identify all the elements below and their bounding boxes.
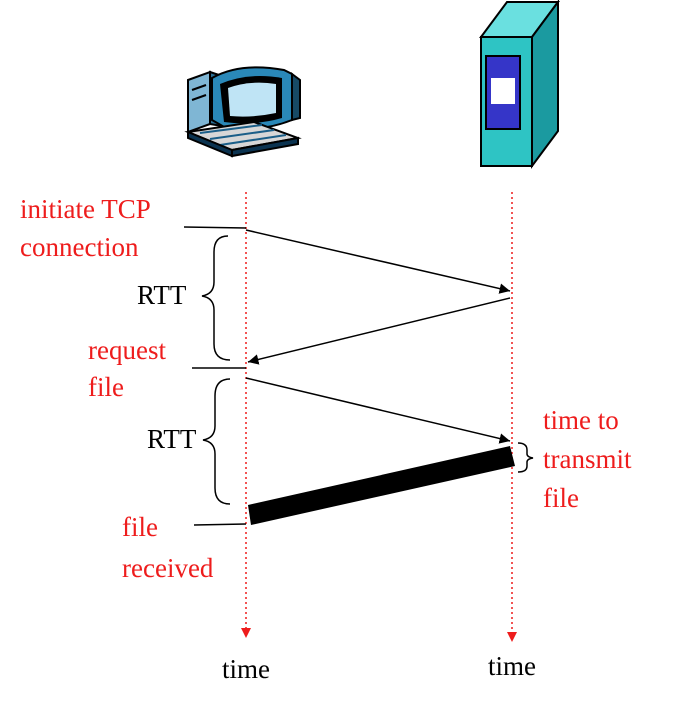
request-label-line2: file [88, 372, 124, 402]
rtt-brace-1 [201, 235, 231, 361]
rtt-label-1: RTT [137, 280, 187, 310]
synack-arrow [247, 297, 511, 365]
initiate-leader-line [183, 226, 247, 229]
initiate-label-line2: connection [20, 232, 139, 262]
server-timeline [507, 192, 517, 642]
server-tower-icon [479, 0, 560, 170]
client-time-label: time [222, 654, 270, 684]
file-transfer-band [248, 446, 515, 525]
request-label-line1: request [88, 335, 166, 365]
syn-arrow [245, 229, 511, 294]
desktop-computer-icon [184, 66, 302, 158]
transmit-brace [517, 442, 534, 473]
rtt-brace-2 [202, 378, 231, 505]
client-time-arrowhead [241, 628, 251, 638]
initiate-label-line1: initiate TCP [20, 194, 151, 224]
rtt-label-2: RTT [147, 424, 197, 454]
received-leader-line [193, 523, 247, 526]
received-label-line1: file [122, 512, 158, 542]
client-timeline [241, 192, 251, 638]
transmit-label-line2: transmit [543, 444, 632, 474]
server-time-arrowhead [507, 632, 517, 642]
transmit-label-line3: file [543, 483, 579, 513]
received-label-line2: received [122, 553, 214, 583]
transmit-label-line1: time to [543, 405, 619, 435]
server-time-label: time [488, 651, 536, 681]
request-arrow [245, 377, 511, 444]
